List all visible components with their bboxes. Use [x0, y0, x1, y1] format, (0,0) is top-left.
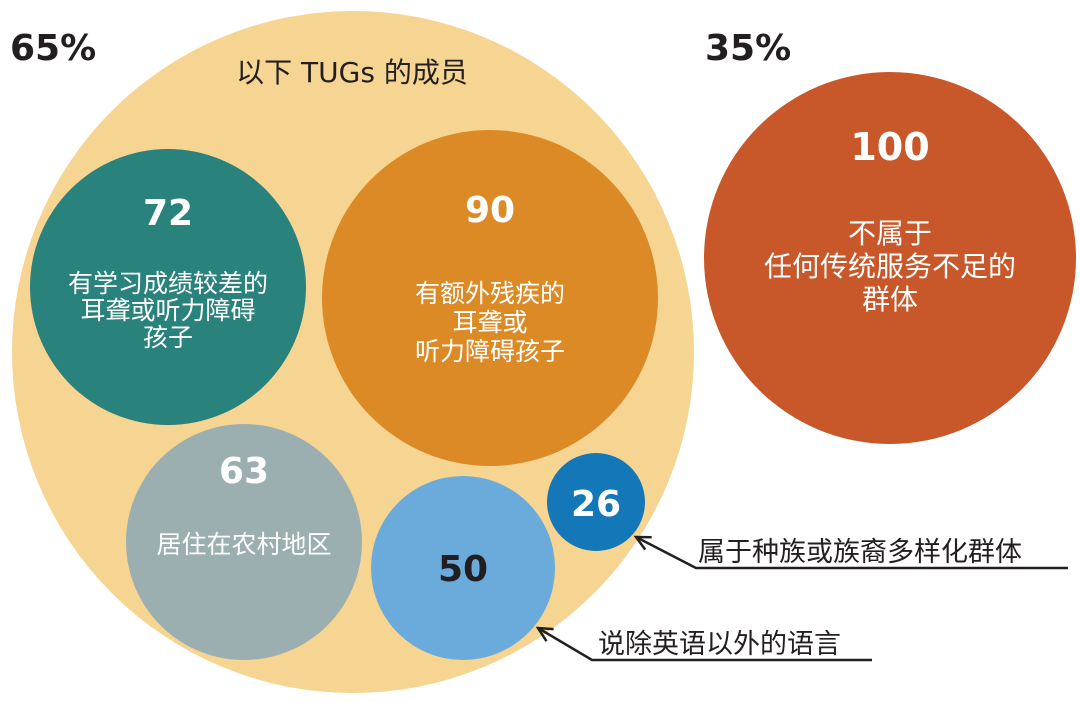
bubble-academic	[30, 149, 306, 425]
bubble-value-rural: 63	[219, 451, 269, 492]
bubble-label-none: 不属于	[848, 217, 932, 250]
callout-line-ethnic	[635, 535, 1068, 570]
bubble-ethnic	[547, 453, 645, 551]
bubble-label-academic: 孩子	[143, 323, 193, 352]
arrow-head-icon	[535, 626, 554, 642]
bubble-value-academic: 72	[143, 193, 193, 234]
bubble-value-disability: 90	[465, 190, 515, 231]
bubble-value-none: 100	[850, 125, 929, 169]
share-label-not-underserved: 35%	[705, 28, 791, 69]
callout-label-language: 说除英语以外的语言	[598, 629, 841, 660]
bubble-label-academic: 耳聋或听力障碍	[80, 296, 255, 325]
bubble-value-language: 50	[438, 549, 488, 590]
bubble-language	[371, 476, 555, 660]
bubble-label-rural: 居住在农村地区	[156, 530, 331, 559]
bubble-none	[704, 72, 1076, 444]
bubble-label-none: 任何传统服务不足的	[764, 250, 1016, 283]
bubble-label-disability: 听力障碍孩子	[415, 337, 565, 366]
callout-label-ethnic: 属于种族或族裔多样化群体	[698, 537, 1022, 568]
bubble-label-disability: 耳聋或	[452, 308, 527, 337]
bubble-rural	[126, 424, 362, 660]
container-label: 以下 TUGs 的成员	[236, 56, 468, 89]
arrow-head-icon	[633, 535, 652, 551]
bubble-disability	[322, 130, 658, 466]
bubble-label-none: 群体	[862, 283, 918, 316]
bubble-label-disability: 有额外残疾的	[415, 279, 565, 308]
bubble-label-academic: 有学习成绩较差的	[68, 269, 268, 298]
share-label-tug-members: 65%	[10, 28, 96, 69]
bubble-value-ethnic: 26	[571, 484, 621, 525]
callout-line-language	[537, 626, 872, 662]
